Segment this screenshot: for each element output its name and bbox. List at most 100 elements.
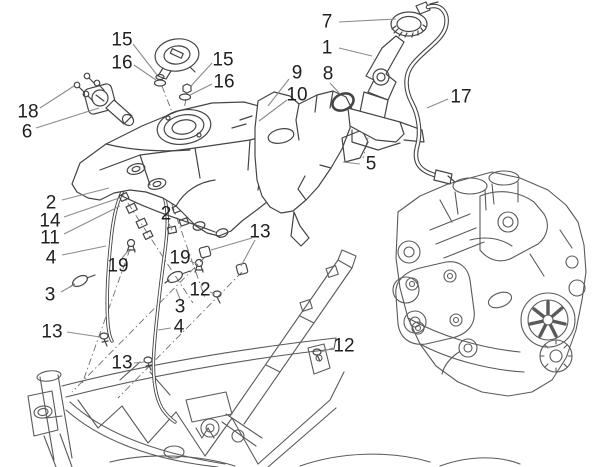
- callout-15: 15: [111, 30, 158, 76]
- callout-leader: [338, 18, 397, 23]
- callout-9: 9: [267, 63, 303, 107]
- side-cover: [254, 90, 369, 247]
- callout-11: 11: [40, 205, 121, 249]
- callout-13: 13: [41, 322, 101, 343]
- grommets-13: [198, 245, 249, 276]
- callout-leader: [63, 205, 121, 235]
- callout-leader: [157, 327, 172, 331]
- callout-1: 1: [322, 38, 373, 59]
- callout-leader: [66, 331, 101, 338]
- callout-label: 13: [249, 222, 270, 243]
- callout-8: 8: [323, 64, 341, 95]
- callout-2: 2: [46, 187, 110, 214]
- callout-leader: [190, 62, 213, 87]
- callout-leader: [209, 291, 216, 295]
- callout-leader: [258, 99, 288, 122]
- callout-3: 3: [175, 288, 186, 318]
- callout-16: 16: [189, 72, 235, 96]
- callout-label: 9: [292, 63, 303, 84]
- pump-ring-nut: [390, 11, 428, 38]
- callout-label: 13: [41, 322, 62, 343]
- callout-leader: [39, 85, 75, 109]
- callout-label: 2: [161, 204, 172, 225]
- callout-label: 17: [450, 87, 471, 108]
- callout-label: 15: [111, 30, 132, 51]
- callout-leader: [61, 187, 110, 201]
- callout-leader: [320, 347, 334, 353]
- callout-leader: [121, 249, 130, 259]
- callout-leader: [426, 98, 449, 109]
- fuel-pump: [331, 11, 428, 151]
- callout-label: 12: [333, 336, 354, 357]
- callout-leader: [35, 107, 100, 129]
- callout-leader: [240, 239, 256, 267]
- callout-leader: [329, 82, 341, 95]
- callout-leader: [63, 196, 123, 218]
- callout-leader: [175, 288, 181, 300]
- callout-18: 18: [17, 85, 75, 123]
- callout-4: 4: [157, 317, 185, 338]
- callout-7: 7: [322, 12, 397, 33]
- clamps: [69, 270, 191, 288]
- callout-label: 15: [212, 50, 233, 71]
- fuel-tank: [71, 101, 308, 238]
- lock-screws: [73, 72, 105, 102]
- callout-19: 19: [169, 248, 198, 269]
- callout-17: 17: [426, 87, 472, 109]
- callout-3: 3: [45, 283, 76, 306]
- callout-label: 7: [322, 12, 333, 33]
- callout-16: 16: [111, 53, 157, 81]
- callout-leader: [338, 47, 373, 57]
- callout-10: 10: [258, 85, 308, 122]
- callout-leader: [210, 237, 253, 251]
- callout-label: 6: [22, 122, 33, 143]
- callout-label: 18: [17, 102, 38, 123]
- callout-label: 8: [323, 64, 334, 85]
- callout-13: 13: [210, 222, 271, 267]
- fuel-hoses: [69, 102, 322, 424]
- callout-label: 3: [175, 297, 186, 318]
- callout-4: 4: [46, 245, 107, 269]
- callout-label: 13: [111, 353, 132, 374]
- screws-13: [99, 332, 153, 371]
- callout-label: 10: [286, 85, 307, 106]
- callout-leader: [60, 283, 76, 293]
- callout-15: 15: [190, 50, 234, 87]
- callout-2: 2: [161, 204, 173, 231]
- callout-label: 1: [322, 38, 333, 59]
- breather-hose: [404, 1, 456, 185]
- callout-leader: [189, 260, 198, 265]
- callout-14: 14: [39, 196, 123, 232]
- screws-12: [212, 290, 322, 362]
- callout-label: 11: [40, 228, 60, 249]
- callout-label: 5: [366, 154, 377, 175]
- callout-label: 19: [107, 256, 128, 277]
- callout-label: 14: [39, 211, 61, 232]
- callout-leader: [133, 64, 157, 81]
- callout-13: 13: [111, 353, 146, 374]
- callout-label: 4: [174, 317, 185, 338]
- callout-5: 5: [342, 154, 377, 175]
- callout-leader: [61, 245, 107, 256]
- callout-19: 19: [107, 249, 130, 277]
- callout-label: 4: [46, 248, 57, 269]
- cap-hardware: [153, 73, 192, 101]
- callout-leader: [342, 161, 361, 165]
- o-ring: [331, 92, 355, 112]
- callout-6: 6: [22, 107, 100, 143]
- callout-leader: [189, 83, 213, 96]
- callout-label: 2: [46, 193, 57, 214]
- callout-label: 16: [213, 72, 234, 93]
- callout-leader: [167, 221, 173, 231]
- frame: [27, 249, 521, 467]
- callout-12: 12: [189, 280, 216, 301]
- lock-assembly: [73, 72, 135, 127]
- callout-leader: [132, 43, 158, 76]
- callout-leader: [133, 361, 146, 364]
- engine: [392, 170, 587, 397]
- callout-12: 12: [320, 336, 355, 357]
- callout-label: 19: [169, 248, 190, 269]
